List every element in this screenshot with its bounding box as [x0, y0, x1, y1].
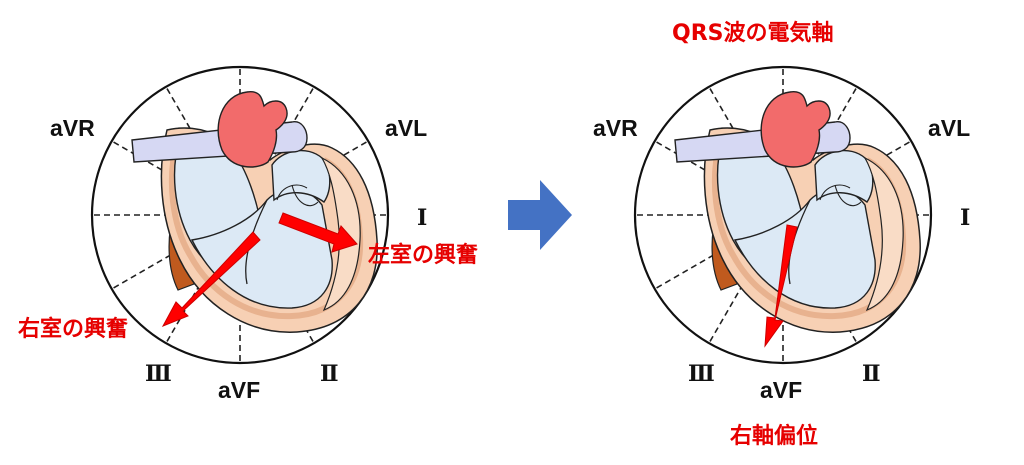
left-lead-i: Ⅰ	[417, 205, 427, 231]
right-panel-title: QRS波の電気軸	[672, 20, 834, 46]
right-lead-avl: aVL	[928, 115, 970, 141]
left-lead-avf: aVF	[218, 377, 260, 403]
left-lead-iii: Ⅲ	[145, 361, 172, 387]
left-lead-avl: aVL	[385, 115, 427, 141]
right-ventricle-arrow	[161, 231, 261, 327]
left-ventricle-arrow	[278, 212, 358, 253]
right-lead-i: Ⅰ	[960, 205, 970, 231]
right-lead-iii: Ⅲ	[688, 361, 715, 387]
label-right-ventricle-excitation: 右室の興奮	[18, 316, 128, 342]
left-lead-ii: Ⅱ	[320, 361, 339, 387]
qrs-axis-arrow	[764, 224, 798, 348]
label-left-ventricle-excitation: 左室の興奮	[368, 242, 478, 268]
right-lead-avf: aVF	[760, 377, 802, 403]
right-lead-avr: aVR	[593, 115, 638, 141]
left-panel: aVR aVL Ⅰ Ⅱ Ⅲ aVF 左室の興奮 右室の興奮	[18, 65, 478, 403]
transition-arrow-icon	[508, 180, 572, 250]
right-axis-deviation-caption: 右軸偏位	[730, 423, 818, 449]
left-lead-avr: aVR	[50, 115, 95, 141]
right-panel: QRS波の電気軸 aVR aVL Ⅰ Ⅱ Ⅲ aVF 右軸偏位	[593, 20, 970, 449]
right-lead-ii: Ⅱ	[862, 361, 881, 387]
